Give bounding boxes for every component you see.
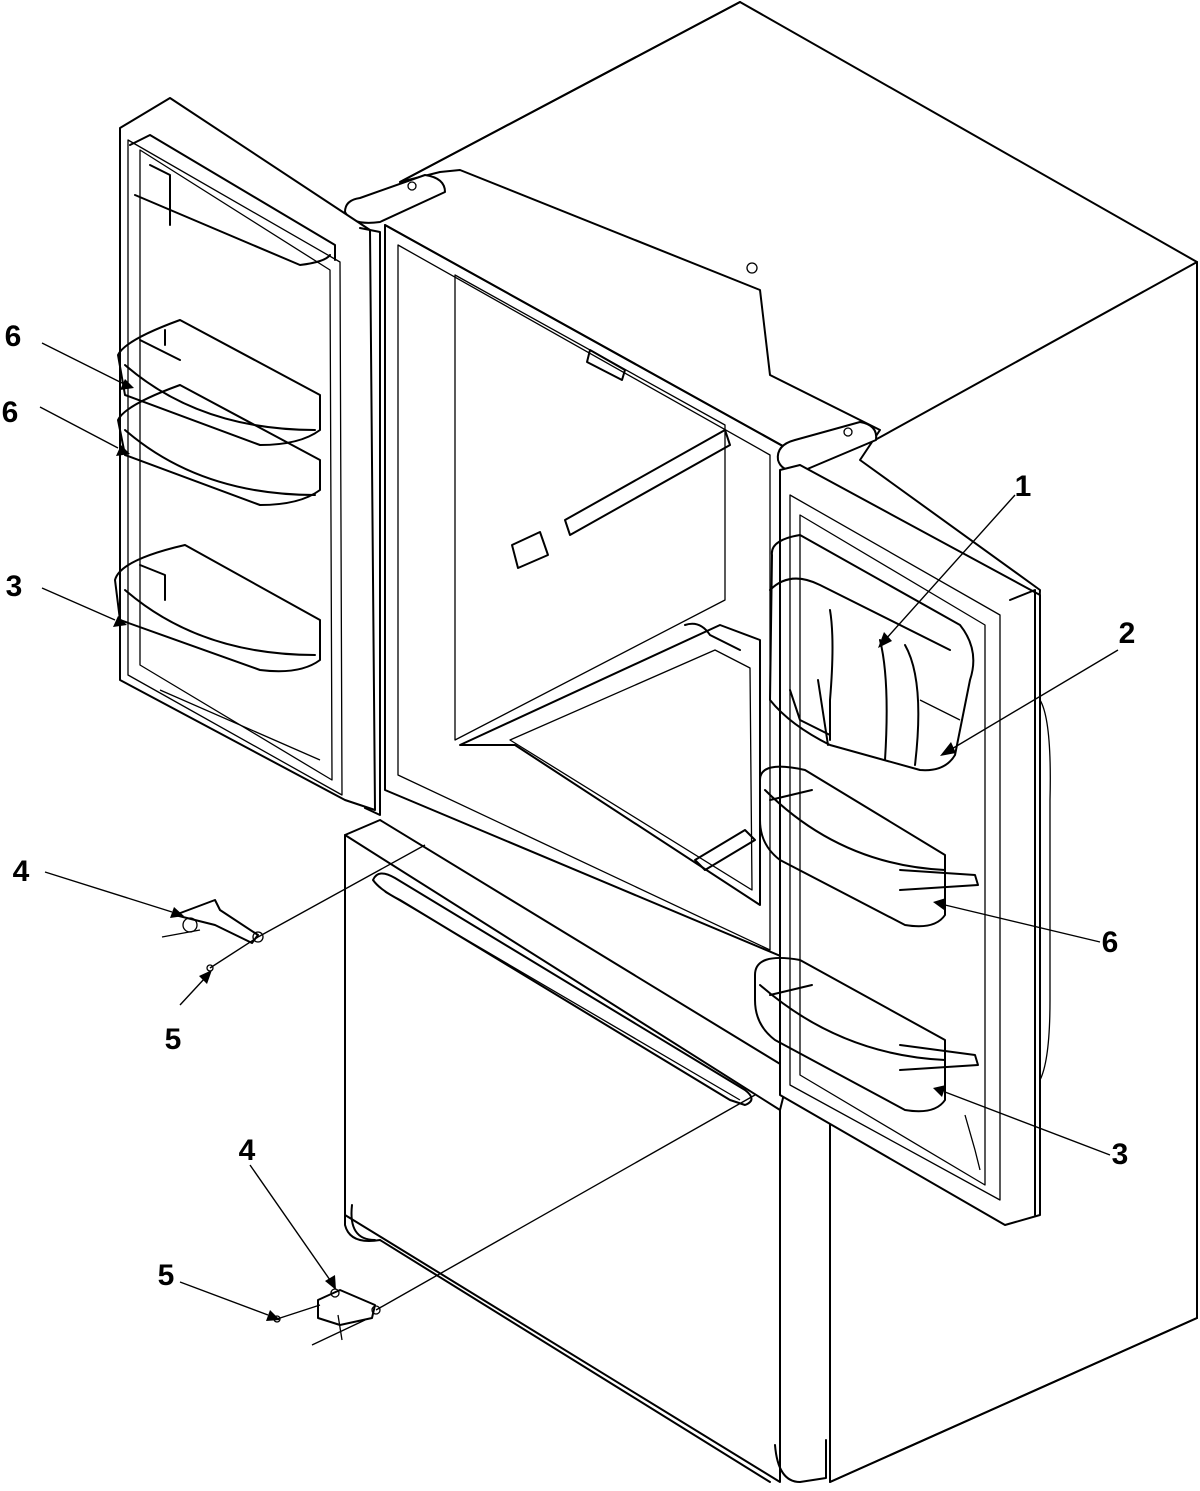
callout-4-upper-hinge: 4 <box>12 855 30 888</box>
callout-4-lower-hinge: 4 <box>238 1134 256 1167</box>
callout-6-right-door-bin: 6 <box>1101 926 1119 959</box>
freezer-drawer <box>344 819 827 1483</box>
right-door <box>754 464 1051 1226</box>
callout-6-left-door-top-bin: 6 <box>4 320 22 353</box>
top-hinges <box>344 174 878 472</box>
callout-2: 2 <box>1118 617 1136 650</box>
callout-1-ice-bin: 1 <box>1014 470 1032 503</box>
lower-hinge-part <box>273 1288 381 1346</box>
assembly-lines <box>209 844 756 1320</box>
fridge-interior <box>384 224 791 961</box>
callout-5-lower-screw: 5 <box>157 1259 175 1292</box>
leader-lines <box>39 342 1119 1321</box>
callout-6-left-door-middle-bin: 6 <box>1 396 19 429</box>
cabinet-body <box>399 1 1198 1483</box>
left-door <box>114 97 381 816</box>
callout-5-upper-screw: 5 <box>164 1023 182 1056</box>
callout-3-left-door-bin: 3 <box>5 570 23 603</box>
callout-3-right-door-bin: 3 <box>1111 1138 1129 1171</box>
upper-hinge-part <box>161 899 264 972</box>
